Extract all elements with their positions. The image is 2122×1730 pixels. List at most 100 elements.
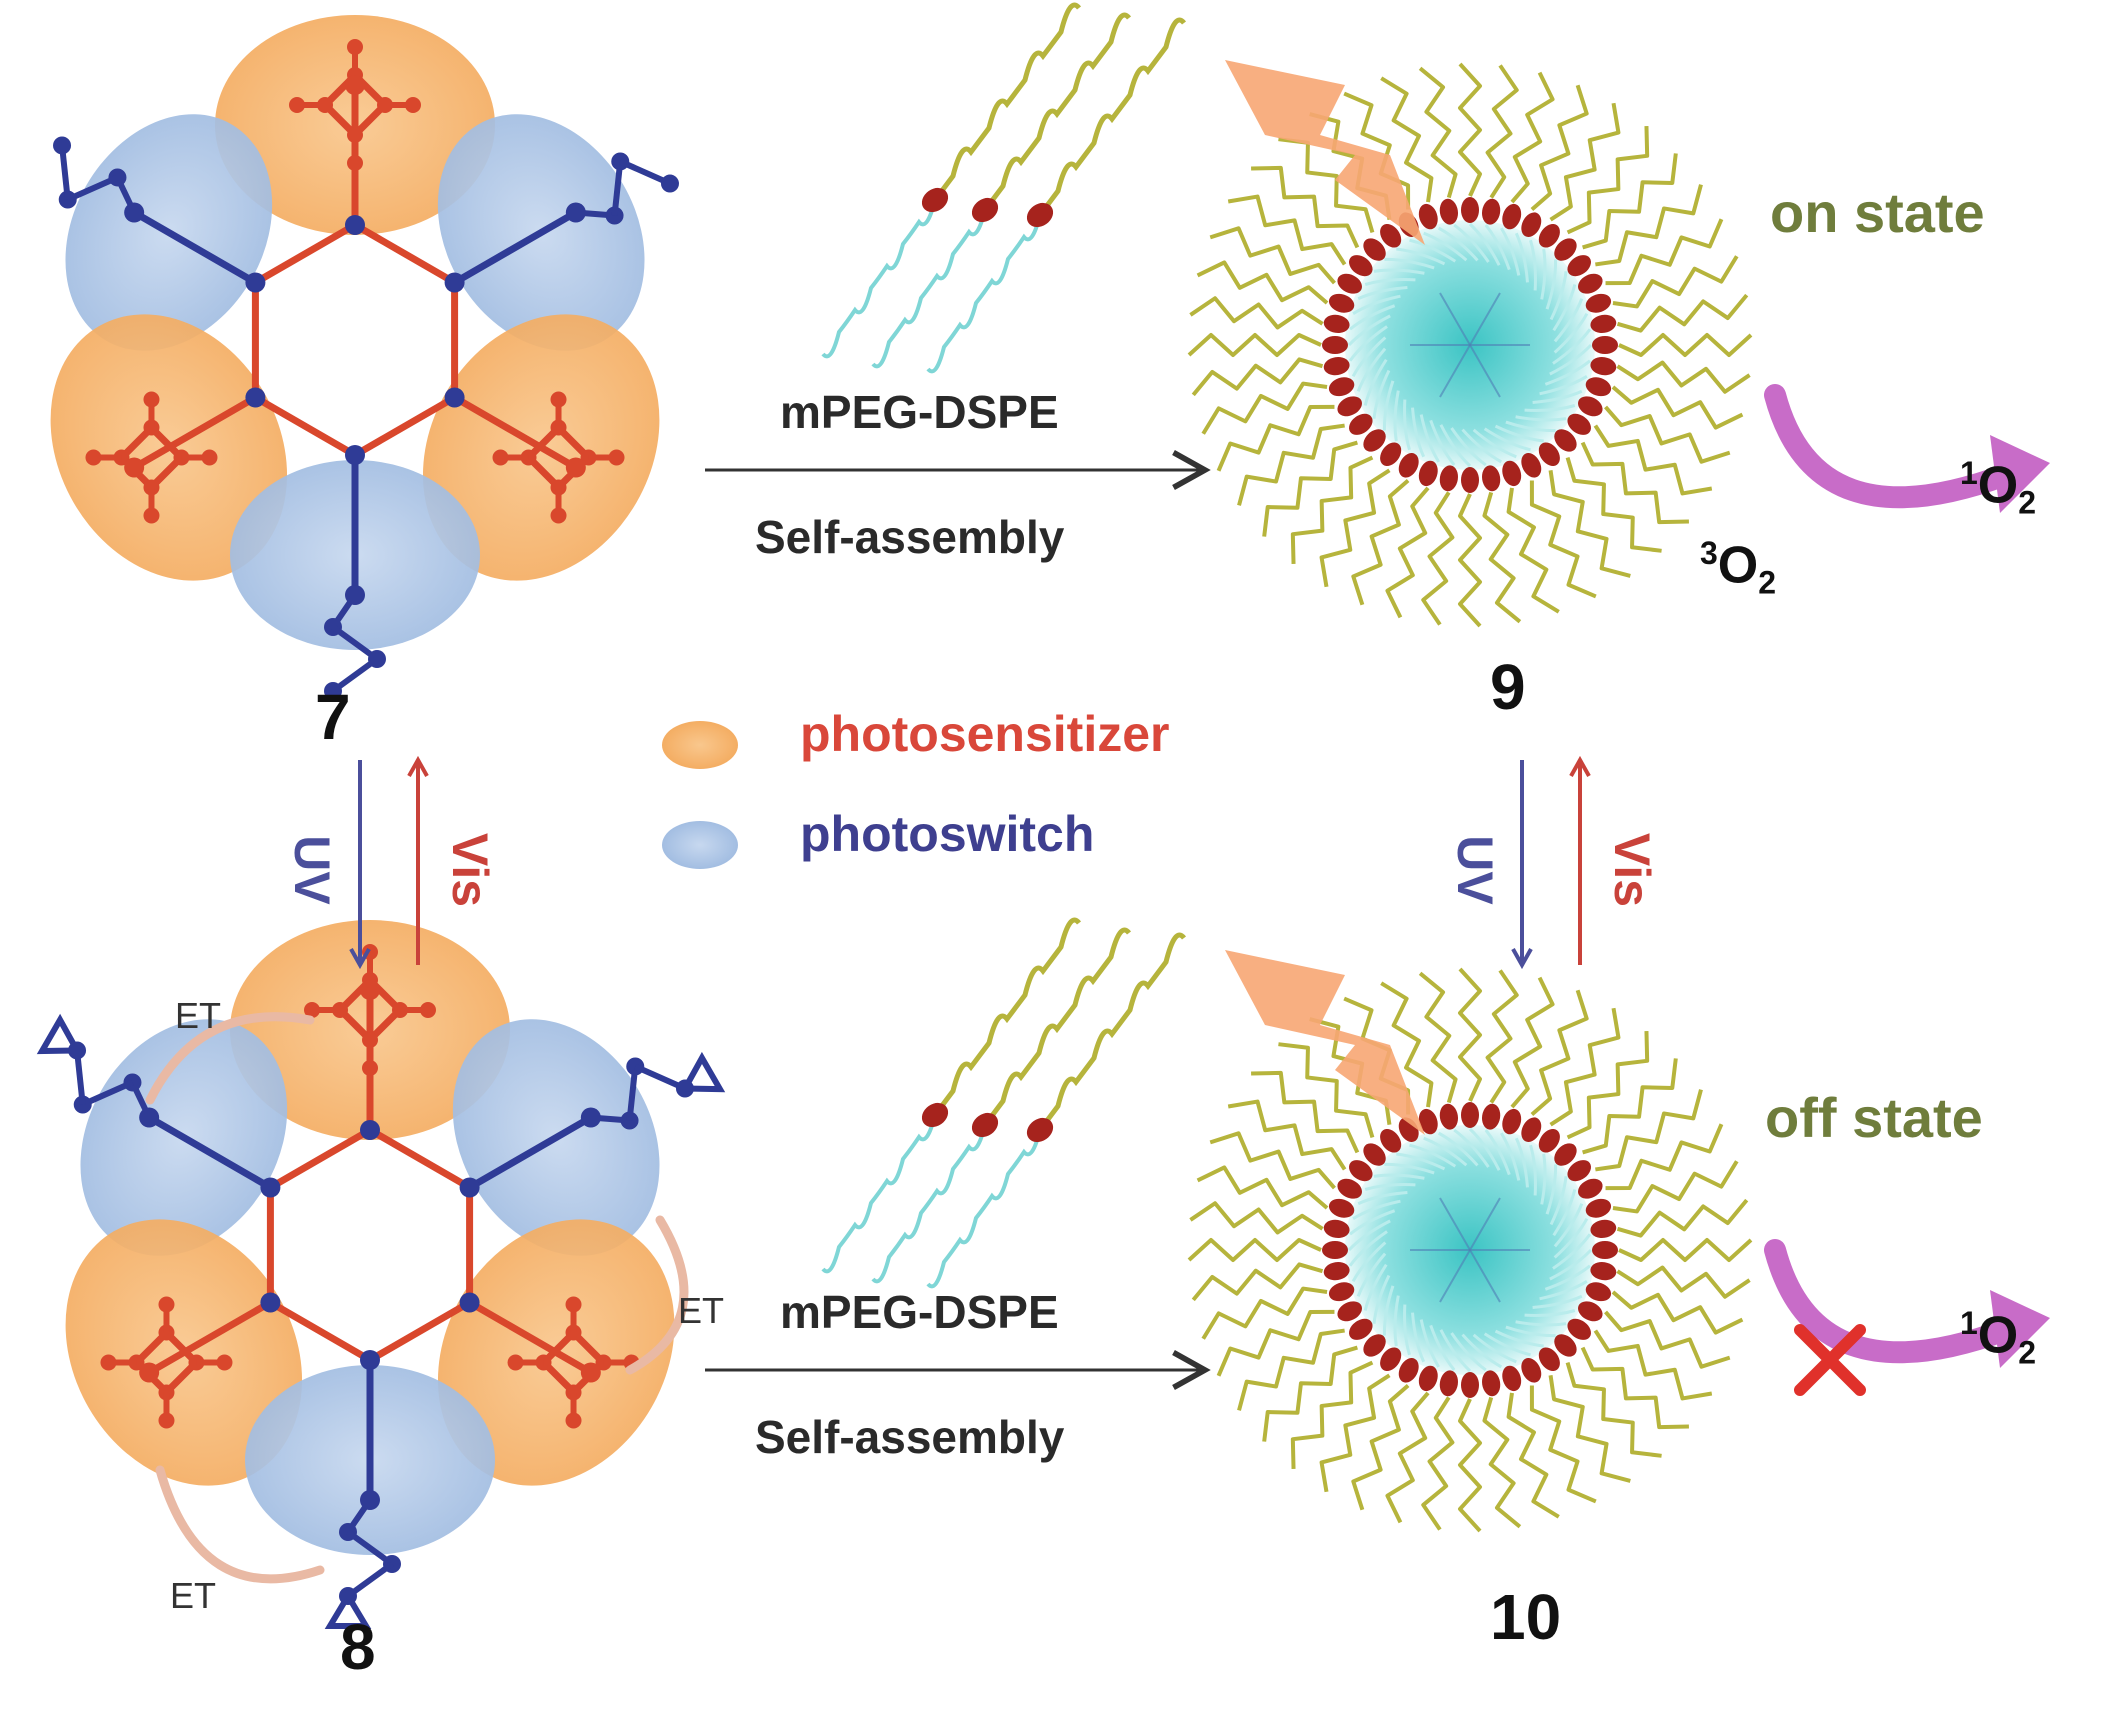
peg-chain [1421, 1396, 1455, 1531]
bond [611, 161, 624, 216]
lipid-tail [1423, 1136, 1468, 1167]
encapsulated-molecule [1469, 344, 1501, 398]
atom [420, 1002, 436, 1018]
legend-photosensitizer-swatch [662, 721, 738, 769]
head-group [1418, 460, 1438, 487]
head-group [1328, 293, 1355, 313]
lipid-tail [1351, 1241, 1387, 1283]
head-group [1328, 1198, 1355, 1218]
compound-7-label: 7 [315, 681, 351, 753]
lipid-tail [1524, 404, 1576, 412]
head-group [1439, 465, 1459, 492]
bond [59, 145, 71, 200]
encapsulated-molecule [1469, 1197, 1501, 1251]
peg-chain [1604, 1310, 1731, 1369]
head-group [1337, 273, 1362, 294]
atom [143, 507, 160, 524]
nitrogen-atom [444, 387, 465, 408]
peg-chain [1209, 1131, 1336, 1190]
peg-chain [1618, 1238, 1753, 1262]
lipid-tail [1403, 1304, 1411, 1356]
peg-chain [1191, 1262, 1324, 1302]
peg-chain [1530, 84, 1589, 211]
peg-chain [1421, 491, 1455, 626]
lipid-tail [1514, 232, 1529, 283]
lipid-tail [1552, 284, 1577, 332]
peg-chain [1616, 360, 1751, 394]
atom [660, 174, 679, 193]
peg-chain [1485, 64, 1519, 199]
nitrogen-atom [360, 1120, 380, 1140]
legend-photosensitizer-label: photosensitizer [800, 706, 1170, 762]
lipid-tail [1483, 427, 1531, 452]
lipid-tail [1437, 226, 1479, 262]
head-group [1521, 1358, 1542, 1383]
lipid-tail [1409, 1143, 1457, 1168]
peg-chain [933, 2, 1081, 202]
lipid-tail [1423, 231, 1468, 262]
head-group [1585, 293, 1612, 313]
bond [353, 221, 457, 286]
peg-chain [1385, 486, 1430, 619]
head-group [1554, 1334, 1577, 1357]
peg-chain [1201, 381, 1328, 435]
peg-chain [1189, 1201, 1324, 1235]
lipid-tail [1553, 312, 1589, 354]
head-group [1461, 1372, 1479, 1398]
peg-chain [1510, 976, 1555, 1109]
peg-chain [1380, 76, 1434, 203]
head-group [1461, 1102, 1479, 1128]
lipid-tail [1532, 389, 1583, 404]
peg-chain [1605, 1123, 1724, 1191]
peg-chain [1611, 1290, 1744, 1335]
head-group [1585, 377, 1612, 397]
peg-chain [1611, 385, 1744, 430]
bond [634, 1063, 687, 1092]
bond [132, 209, 258, 286]
nitrogen-atom [345, 445, 365, 465]
uv-arrow-right-head [1511, 948, 1533, 970]
peg-chain [1582, 1058, 1678, 1155]
peg-chain [1510, 71, 1555, 204]
head-group [1585, 1198, 1612, 1218]
atom [580, 1362, 601, 1383]
nitrogen-atom [245, 272, 266, 293]
lightning-icon [1225, 60, 1425, 245]
atom [565, 1296, 582, 1313]
encapsulated-molecule [1439, 1249, 1471, 1303]
lipid-molecule [871, 12, 1131, 369]
peg-chain [1458, 1398, 1482, 1533]
bond [368, 1126, 472, 1191]
lipid-tail [1393, 390, 1400, 442]
lipid-tail [1396, 247, 1446, 266]
legend-photoswitch-label: photoswitch [800, 806, 1095, 862]
on-state-label: on state [1770, 181, 1985, 244]
peg-chain [1616, 293, 1749, 333]
head-group [1322, 336, 1348, 354]
lipid-tail [1515, 415, 1567, 422]
lipid-tail [1439, 1329, 1472, 1373]
lipid-tail [1453, 1128, 1490, 1168]
atom [304, 1002, 320, 1018]
head-group [1567, 1318, 1591, 1340]
head-group [1590, 356, 1617, 376]
et-bottom-label: ET [170, 1575, 217, 1616]
lipid-tail [821, 1114, 937, 1274]
peg-chain [1319, 468, 1391, 588]
lipid-tail [1429, 419, 1456, 466]
head-group [1349, 255, 1373, 277]
lipid-tail [1540, 248, 1547, 300]
lipid-tail [1484, 1129, 1511, 1176]
peg-chain [1251, 1070, 1360, 1154]
head-group [1418, 1108, 1438, 1135]
lipid-tail [1347, 314, 1391, 347]
head-group [1439, 1370, 1459, 1397]
encapsulated-molecule [1469, 292, 1501, 346]
lightning-icon [1225, 950, 1425, 1135]
atom [124, 202, 145, 223]
peg-chain [1380, 981, 1434, 1108]
peg-chain [982, 12, 1131, 212]
nitrogen-atom [260, 1292, 281, 1313]
lipid-tail [1505, 420, 1556, 433]
